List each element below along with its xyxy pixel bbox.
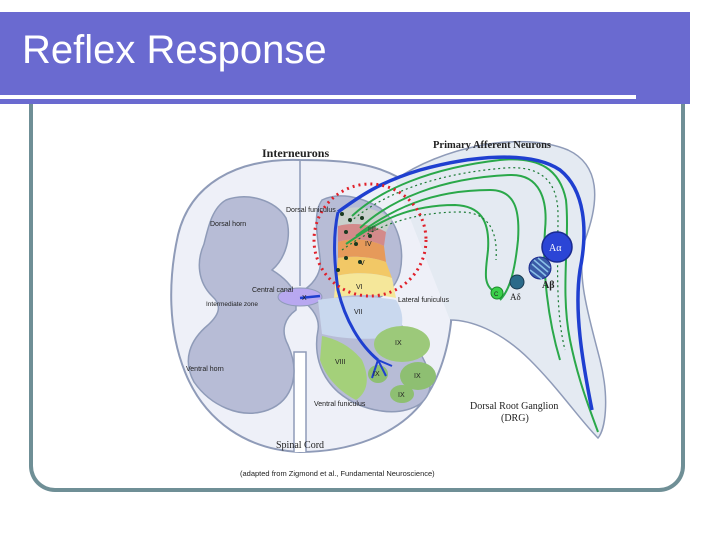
spinal-cord-label: Spinal Cord — [276, 440, 324, 451]
lamina-label-ii: II — [372, 226, 376, 233]
a-delta-label: Aδ — [510, 292, 521, 302]
lamina-ix-region-lower — [390, 385, 414, 403]
c-cell-body — [490, 286, 504, 300]
lamina-label-vi: VI — [356, 284, 363, 291]
left-gray-matter — [187, 196, 297, 414]
interneurons-label: Interneurons — [262, 146, 329, 160]
lamina-label-ix-upper: IX — [395, 340, 402, 347]
intermediate-zone-label: Intermediate zone — [206, 301, 258, 308]
c-fiber-label: C — [494, 292, 499, 298]
lamina-iv-region — [338, 239, 386, 262]
ventral-horn-label: Ventral horn — [186, 366, 224, 373]
lamina-vi-region — [334, 273, 396, 298]
lamina-label-v: V — [360, 260, 365, 267]
lamina-label-ix-right: IX — [414, 373, 421, 380]
lamina-ix-region-right — [400, 362, 436, 390]
lamina-label-iv: IV — [365, 241, 372, 248]
lamina-label-x: X — [302, 295, 307, 302]
lamina-viii-region — [320, 336, 367, 400]
dorsal-funiculus-label: Dorsal funiculus — [286, 207, 336, 214]
source-citation: (adapted from Zigmond et al., Fundamenta… — [240, 469, 435, 478]
reflex-highlight-circle — [312, 182, 428, 298]
title-bar — [0, 12, 690, 104]
primary-afferent-label: Primary Afferent Neurons — [433, 140, 551, 151]
dorsal-horn-label: Dorsal horn — [210, 221, 246, 228]
lamina-label-viii: VIII — [335, 359, 346, 366]
slide-title: Reflex Response — [22, 28, 327, 72]
ventral-funiculus-label: Ventral funiculus — [314, 401, 366, 408]
lamina-iii-region — [338, 224, 386, 246]
a-alpha-fiber — [336, 155, 594, 411]
lamina-label-iii: III — [368, 227, 374, 234]
a-delta-cell-body — [509, 274, 525, 290]
lamina-v-region — [336, 256, 392, 278]
title-underline — [0, 95, 636, 99]
content-frame — [29, 104, 685, 492]
a-alpha-cell-body — [541, 231, 573, 263]
drg-label-line2: (DRG) — [501, 413, 529, 424]
lamina-vii-region — [318, 297, 403, 339]
lamina-ix-region-upper — [374, 326, 430, 362]
a-alpha-label: Aα — [549, 243, 562, 254]
central-canal-label: Central canal — [252, 287, 294, 294]
lamina-label-vii: VII — [354, 309, 363, 316]
a-beta-label: Aβ — [542, 280, 555, 291]
lamina-label-ix-left: IX — [373, 371, 380, 378]
lateral-funiculus-label: Lateral funiculus — [398, 297, 449, 304]
lamina-label-ix-lower: IX — [398, 392, 405, 399]
drg-label-line1: Dorsal Root Ganglion — [470, 401, 558, 412]
